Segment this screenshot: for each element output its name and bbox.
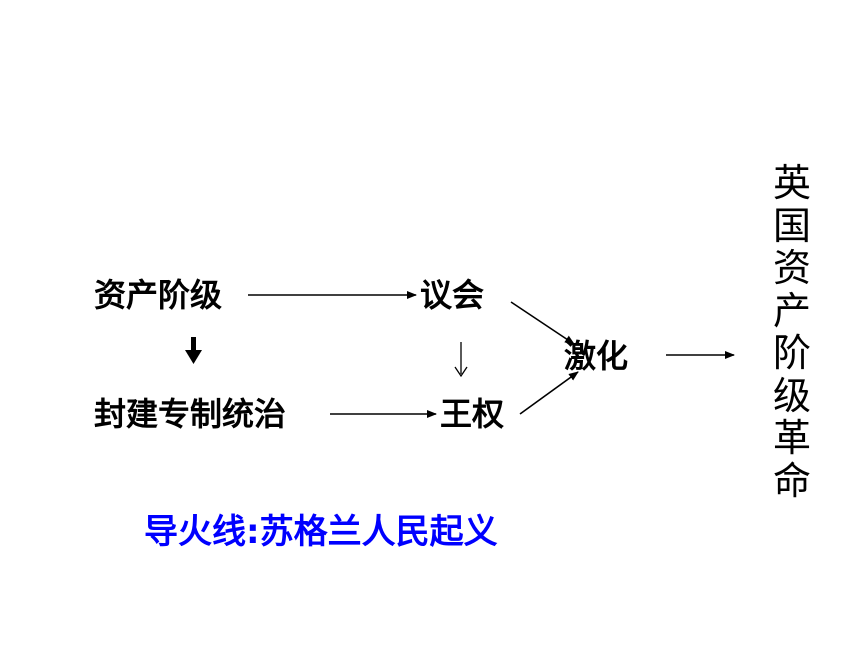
node-feudal-rule: 封建专制统治 (94, 395, 287, 433)
arrow-bourgeoisie-down (185, 337, 202, 364)
result-english-bourgeois-revolution: 英国资产阶级革命 (772, 161, 811, 503)
node-parliament: 议会 (420, 276, 485, 314)
fuse-scottish-uprising: 导火线:苏格兰人民起义 (144, 512, 498, 552)
node-bourgeoisie: 资产阶级 (94, 276, 223, 314)
arrow-parliament-to-royal-power (454, 342, 468, 378)
arrow-royal-power-to-intensify (519, 371, 579, 415)
node-royal-power: 王权 (440, 395, 505, 433)
arrow-parliament-to-intensify (510, 301, 575, 345)
